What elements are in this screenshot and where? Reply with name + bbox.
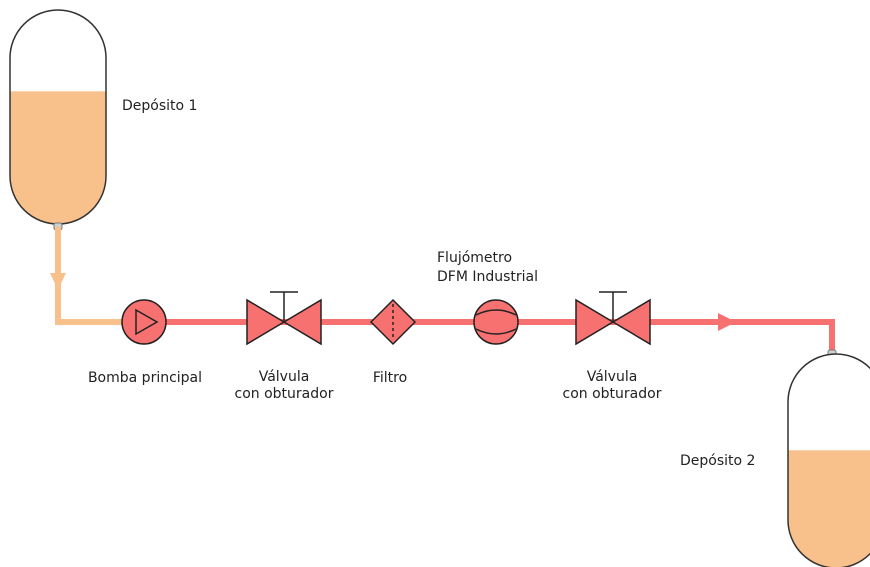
pump (121, 299, 167, 345)
valve-1 (246, 291, 322, 346)
gate-valve-icon (246, 298, 286, 346)
filter-label: Filtro (373, 370, 407, 386)
pump-label: Bomba principal (88, 370, 202, 386)
tank-1 (9, 9, 107, 231)
flowmeter-label-line1: Flujómetro (437, 250, 512, 266)
flow-arrow-icon (50, 273, 66, 290)
tank-2-label: Depósito 2 (680, 453, 755, 469)
tank-2-liquid-level (788, 450, 870, 567)
valve-2-label-line1: Válvula (587, 369, 638, 385)
gate-valve-icon (575, 298, 615, 346)
flowmeter-label-line2: DFM Industrial (437, 269, 538, 285)
valve-1-label-line2: con obturador (235, 386, 334, 402)
flowmeter-icon (473, 299, 519, 345)
tank-2-outline (787, 353, 870, 567)
tank-1-label: Depósito 1 (122, 98, 197, 114)
flow-arrow-icon (718, 313, 736, 331)
tank-1-liquid-level (10, 91, 106, 224)
suction-pipe (55, 227, 127, 325)
tank-2 (787, 349, 870, 567)
valve-2 (575, 291, 651, 346)
flowmeter (473, 299, 519, 345)
filter (369, 298, 417, 346)
valve-1-label-line1: Válvula (259, 369, 310, 385)
valve-2-label-line2: con obturador (563, 386, 662, 402)
